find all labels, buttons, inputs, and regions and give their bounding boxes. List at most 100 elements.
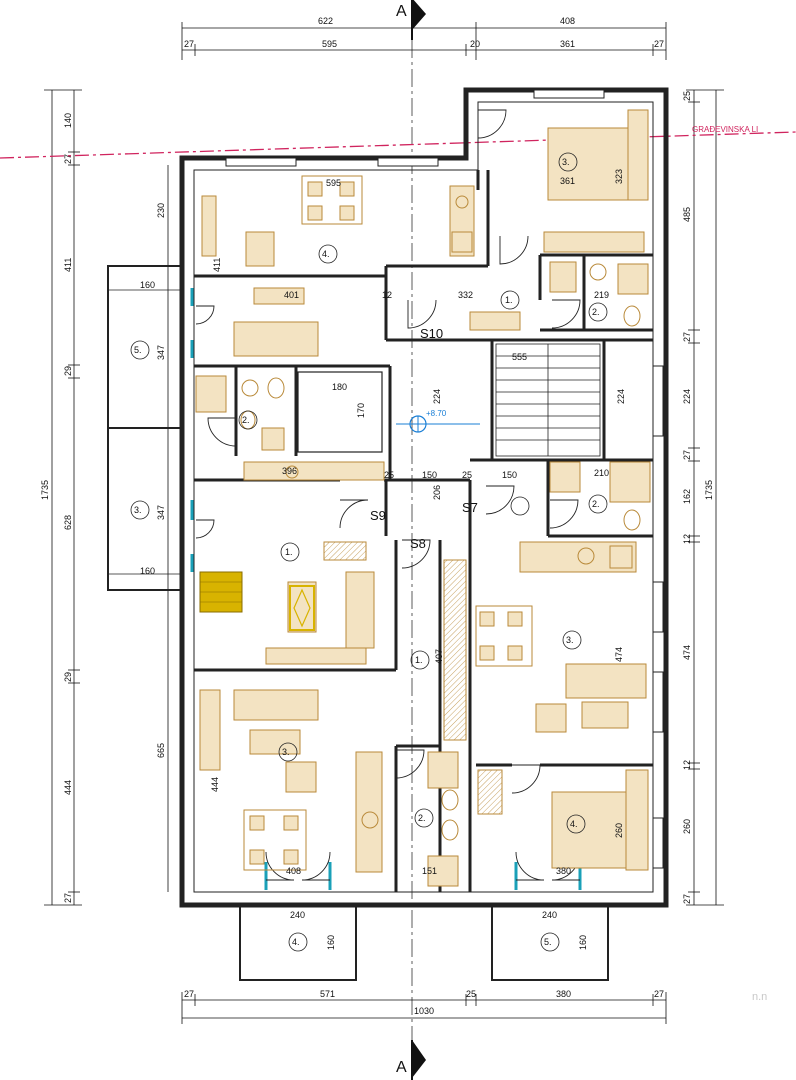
dim-left-27a: 27 bbox=[63, 154, 73, 164]
label-s9: S9 bbox=[370, 508, 386, 523]
int-dim-323: 323 bbox=[614, 169, 624, 184]
dim-right-12b: 12 bbox=[682, 760, 692, 770]
dim-right-260: 260 bbox=[682, 819, 692, 834]
int-dim-210: 210 bbox=[594, 468, 609, 478]
dim-bot-1030: 1030 bbox=[414, 1006, 434, 1016]
int-dim-224b: 224 bbox=[616, 389, 626, 404]
dim-bot-380: 380 bbox=[556, 989, 571, 999]
bottom-dimension-lines bbox=[181, 992, 667, 1024]
room-label-14: 2. bbox=[418, 813, 426, 823]
dim-right-12a: 12 bbox=[682, 534, 692, 544]
int-dim-396: 396 bbox=[282, 466, 297, 476]
room-label-1: 4. bbox=[322, 249, 330, 259]
dim-left-665: 665 bbox=[156, 743, 166, 758]
windows bbox=[190, 288, 582, 890]
dim-right-485: 485 bbox=[682, 207, 692, 222]
dim-right-224: 224 bbox=[682, 389, 692, 404]
dim-left-230: 230 bbox=[156, 203, 166, 218]
int-dim-361: 361 bbox=[560, 176, 575, 186]
building-line bbox=[0, 131, 796, 159]
section-marker-bottom: A bbox=[396, 1040, 426, 1080]
elevation-marker: +8.70 bbox=[396, 409, 480, 433]
int-dim-25a: 25 bbox=[384, 470, 394, 480]
dim-top-361: 361 bbox=[560, 39, 575, 49]
room-label-15: 4. bbox=[292, 937, 300, 947]
dim-bot-571: 571 bbox=[320, 989, 335, 999]
int-dim-12: 12 bbox=[382, 290, 392, 300]
watermark: n.n bbox=[752, 991, 767, 1003]
dim-right-1735: 1735 bbox=[704, 480, 714, 500]
room-label-6: 2. bbox=[242, 415, 250, 425]
int-dim-150a: 150 bbox=[422, 470, 437, 480]
int-dim-347a: 347 bbox=[156, 345, 166, 360]
room-label-16: 5. bbox=[544, 937, 552, 947]
label-s10: S10 bbox=[420, 326, 443, 341]
shaft-box bbox=[297, 371, 383, 453]
dim-bot-27a: 27 bbox=[184, 989, 194, 999]
dim-left-140: 140 bbox=[63, 113, 73, 128]
int-dim-160d: 160 bbox=[140, 566, 155, 576]
int-dim-347b: 347 bbox=[156, 505, 166, 520]
int-dim-151: 151 bbox=[422, 866, 437, 876]
left-dimension-lines bbox=[44, 89, 169, 906]
dim-left-444: 444 bbox=[63, 780, 73, 795]
room-label-2: 3. bbox=[562, 157, 570, 167]
int-dim-160c: 160 bbox=[140, 280, 155, 290]
svg-text:A: A bbox=[396, 3, 407, 20]
dim-left-29a: 29 bbox=[63, 366, 73, 376]
dim-bot-27b: 27 bbox=[654, 989, 664, 999]
staircase bbox=[495, 343, 601, 457]
int-dim-411: 411 bbox=[212, 258, 222, 272]
int-dim-206: 206 bbox=[432, 485, 442, 500]
int-dim-25b: 25 bbox=[462, 470, 472, 480]
room-label-10: 3. bbox=[566, 635, 574, 645]
int-dim-160a: 160 bbox=[326, 935, 336, 950]
dim-right-25: 25 bbox=[682, 91, 692, 101]
building-line-label: GRAĐEVINSKA LI bbox=[692, 125, 758, 134]
outer-walls bbox=[179, 87, 669, 908]
svg-text:+8.70: +8.70 bbox=[426, 409, 447, 418]
dim-left-628: 628 bbox=[63, 515, 73, 530]
int-dim-224a: 224 bbox=[432, 389, 442, 404]
dim-right-162: 162 bbox=[682, 489, 692, 504]
label-s8: S8 bbox=[410, 536, 426, 551]
int-dim-240b: 240 bbox=[542, 910, 557, 920]
dim-right-27c: 27 bbox=[682, 894, 692, 904]
int-dim-444: 444 bbox=[210, 777, 220, 792]
rug-highlight bbox=[289, 585, 315, 631]
door-swings bbox=[195, 109, 581, 881]
int-dim-555: 555 bbox=[512, 352, 527, 362]
int-dim-180: 180 bbox=[332, 382, 347, 392]
room-label-4: 2. bbox=[592, 307, 600, 317]
int-dim-380: 380 bbox=[556, 866, 571, 876]
dim-left-1735: 1735 bbox=[40, 480, 50, 500]
svg-text:A: A bbox=[396, 1059, 407, 1076]
room-label-9: 1. bbox=[415, 655, 423, 665]
room-label-8: 1. bbox=[285, 547, 293, 557]
room-label-12: 3. bbox=[282, 747, 290, 757]
interior-walls bbox=[194, 170, 653, 892]
room-labels bbox=[130, 152, 608, 952]
dim-top-27a: 27 bbox=[184, 39, 194, 49]
dim-right-27a: 27 bbox=[682, 332, 692, 342]
top-dimension-lines bbox=[181, 22, 667, 60]
int-dim-150b: 150 bbox=[502, 470, 517, 480]
int-dim-240a: 240 bbox=[290, 910, 305, 920]
dim-left-411: 411 bbox=[63, 258, 73, 272]
room-label-5: 5. bbox=[134, 345, 142, 355]
int-dim-160b: 160 bbox=[578, 935, 588, 950]
dim-top-20: 20 bbox=[470, 39, 480, 49]
int-dim-595: 595 bbox=[326, 178, 341, 188]
furniture bbox=[195, 109, 651, 887]
dim-left-29b: 29 bbox=[63, 672, 73, 682]
dim-top-595: 595 bbox=[322, 39, 337, 49]
int-dim-407: 407 bbox=[434, 649, 444, 664]
room-label-3: 1. bbox=[505, 295, 513, 305]
int-dim-401: 401 bbox=[284, 290, 299, 300]
right-dimension-lines bbox=[686, 89, 724, 906]
dining-table-lines bbox=[200, 581, 242, 603]
dim-top-622: 622 bbox=[318, 16, 333, 26]
int-dim-474: 474 bbox=[614, 647, 624, 662]
room-label-7: 3. bbox=[134, 505, 142, 515]
